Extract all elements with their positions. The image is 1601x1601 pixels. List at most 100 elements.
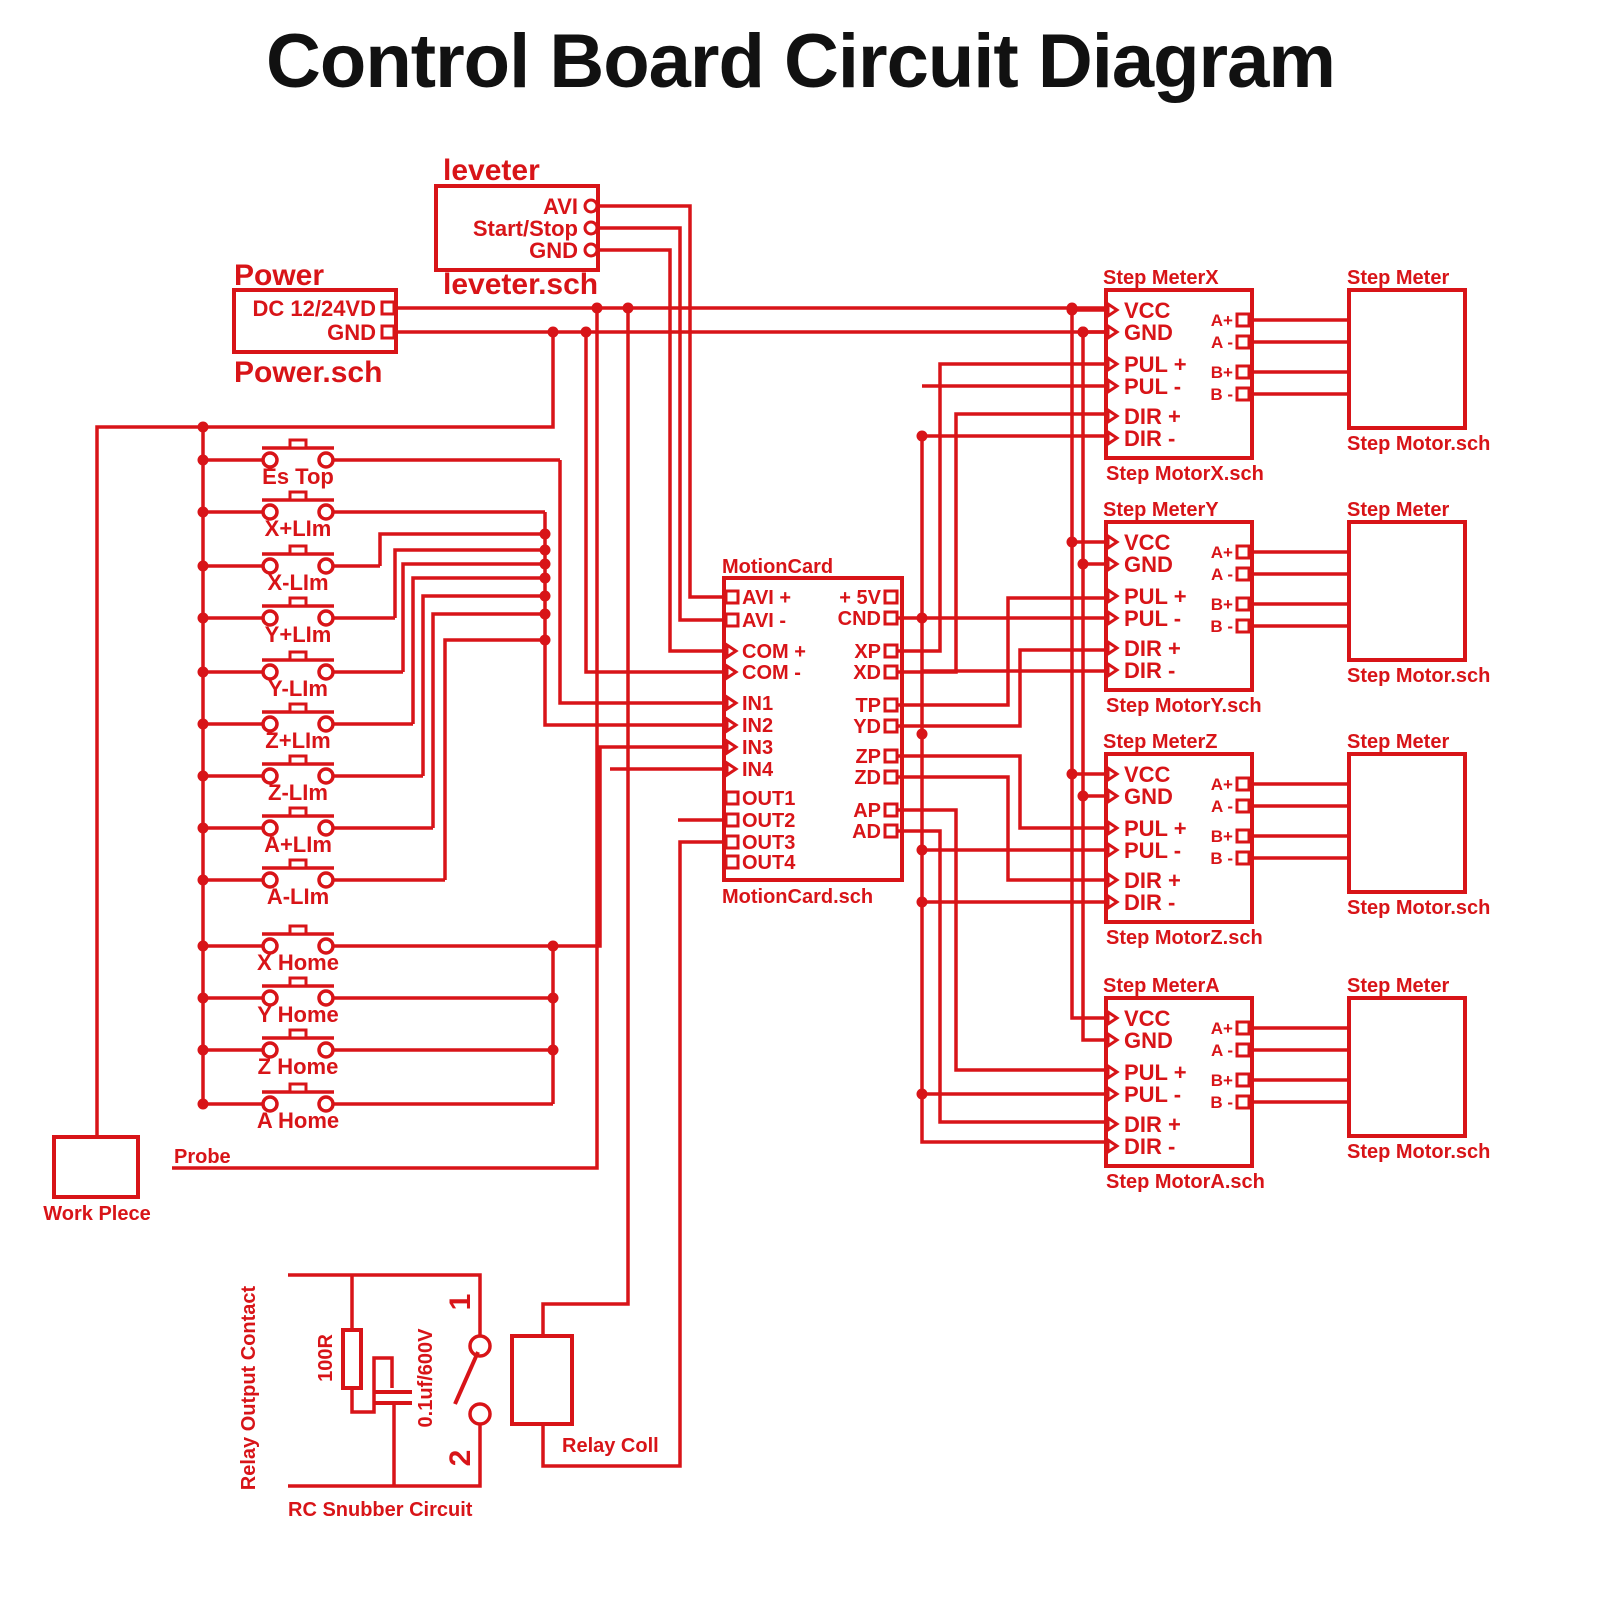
wire xyxy=(401,562,545,672)
motioncard-left-pin xyxy=(725,642,739,660)
motioncard-left-pin xyxy=(725,663,739,681)
wires xyxy=(95,204,1349,1488)
junction-dot xyxy=(197,666,209,678)
yd-wire xyxy=(898,648,1108,728)
junction-dot xyxy=(1077,326,1089,338)
driver-box-2 xyxy=(1104,752,1254,924)
junction-dot xyxy=(197,1098,209,1110)
relay-pin2-label: 2 xyxy=(444,1450,477,1467)
motioncard-right-pin xyxy=(883,748,899,764)
driver-2-left-5: DIR - xyxy=(1124,890,1175,915)
driver-0-right-2: B+ xyxy=(1211,363,1233,382)
junction-dot xyxy=(197,454,209,466)
switch-contact xyxy=(261,715,279,733)
motor-title-3: Step Meter xyxy=(1347,975,1449,997)
switch-contact xyxy=(317,715,335,733)
power-box xyxy=(232,288,398,354)
motioncard-right-pin xyxy=(883,664,899,680)
relay-coil xyxy=(510,1334,574,1426)
driver-right-pin xyxy=(1235,566,1251,582)
avi-plus-wire xyxy=(597,204,726,599)
driver-left-pin xyxy=(1106,301,1120,319)
motor-box-2 xyxy=(1347,752,1467,894)
junction-dot xyxy=(197,822,209,834)
junction-dot xyxy=(197,874,209,886)
driver-title-2: Step MeterZ xyxy=(1103,731,1217,753)
motor-title-2: Step Meter xyxy=(1347,731,1449,753)
junction-dot xyxy=(1066,536,1078,548)
switch-label-2: X-LIm xyxy=(267,570,328,595)
wire xyxy=(411,576,545,724)
motioncard-left-9: OUT2 xyxy=(742,810,795,832)
leveter-file: leveter.sch xyxy=(443,268,598,301)
motioncard-left-5: IN2 xyxy=(742,715,773,737)
switch-label-11: Z Home xyxy=(258,1054,339,1079)
switch-label-9: X Home xyxy=(257,950,339,975)
relay-contact-2 xyxy=(468,1402,492,1426)
leveter-pin-circle xyxy=(583,198,599,214)
driver-3-left-1: GND xyxy=(1124,1028,1173,1053)
motor-box-3 xyxy=(1347,996,1467,1138)
junction-dot xyxy=(547,1044,559,1056)
switch-contact xyxy=(317,819,335,837)
motioncard-right-5: YD xyxy=(853,716,881,738)
motioncard-left-0: AVI + xyxy=(742,587,791,609)
driver-left-pin xyxy=(1106,609,1120,627)
motioncard-left-10: OUT3 xyxy=(742,832,795,854)
driver-2-right-3: B - xyxy=(1210,849,1233,868)
driver-1-left-0: VCC xyxy=(1124,530,1171,555)
relay-pin1-label: 1 xyxy=(444,1294,477,1311)
driver-0-left-3: PUL - xyxy=(1124,374,1181,399)
motioncard-right-9: AD xyxy=(852,821,881,843)
driver-2-left-1: GND xyxy=(1124,784,1173,809)
driver-3-left-4: DIR + xyxy=(1124,1112,1181,1137)
switch-contact xyxy=(261,503,279,521)
driver-2-right-0: A+ xyxy=(1211,775,1233,794)
switch-contact xyxy=(261,871,279,889)
junction-dot xyxy=(547,992,559,1004)
switch-contact xyxy=(317,609,335,627)
switch-button xyxy=(288,924,308,936)
switch-contact xyxy=(317,1041,335,1059)
wire xyxy=(431,612,545,828)
leveter-pin-2: GND xyxy=(529,238,578,263)
switch-label-3: Y+LIm xyxy=(265,622,332,647)
driver-1-left-5: DIR - xyxy=(1124,658,1175,683)
driver-1-right-0: A+ xyxy=(1211,543,1233,562)
components xyxy=(52,184,1467,1426)
junction-dot xyxy=(197,992,209,1004)
motioncard-right-7: ZD xyxy=(854,767,881,789)
relay-coil-label: Relay Coll xyxy=(562,1435,659,1457)
switch-contact xyxy=(261,557,279,575)
power-title: Power xyxy=(234,259,324,292)
motioncard-right-2: XP xyxy=(854,641,881,663)
switch-contact xyxy=(261,609,279,627)
driver-3-left-3: PUL - xyxy=(1124,1082,1181,1107)
driver-3-left-2: PUL + xyxy=(1124,1060,1187,1085)
driver-0-right-0: A+ xyxy=(1211,311,1233,330)
relay-contact-1 xyxy=(468,1334,492,1358)
motioncard-right-pin xyxy=(883,589,899,605)
motioncard-left-pin xyxy=(724,812,740,828)
xd-wire xyxy=(898,412,1108,674)
junction-dot xyxy=(1077,790,1089,802)
wire xyxy=(378,532,545,566)
motor-file-0: Step Motor.sch xyxy=(1347,433,1490,455)
driver-1-left-4: DIR + xyxy=(1124,636,1181,661)
driver-0-right-3: B - xyxy=(1210,385,1233,404)
driver-file-0: Step MotorX.sch xyxy=(1106,463,1264,485)
driver-left-pin xyxy=(1106,407,1120,425)
driver-left-pin xyxy=(1106,355,1120,373)
leveter-title: leveter xyxy=(443,154,540,187)
driver-right-pin xyxy=(1235,544,1251,560)
driver-0-left-2: PUL + xyxy=(1124,352,1187,377)
switch-contact xyxy=(261,451,279,469)
wire xyxy=(421,594,545,776)
driver-left-pin xyxy=(1106,819,1120,837)
switch-label-8: A-LIm xyxy=(267,884,329,909)
motioncard-right-pin xyxy=(883,643,899,659)
driver-left-pin xyxy=(1106,765,1120,783)
switch-label-0: Es Top xyxy=(262,464,334,489)
junction-dot xyxy=(539,572,551,584)
junction-dot xyxy=(197,612,209,624)
